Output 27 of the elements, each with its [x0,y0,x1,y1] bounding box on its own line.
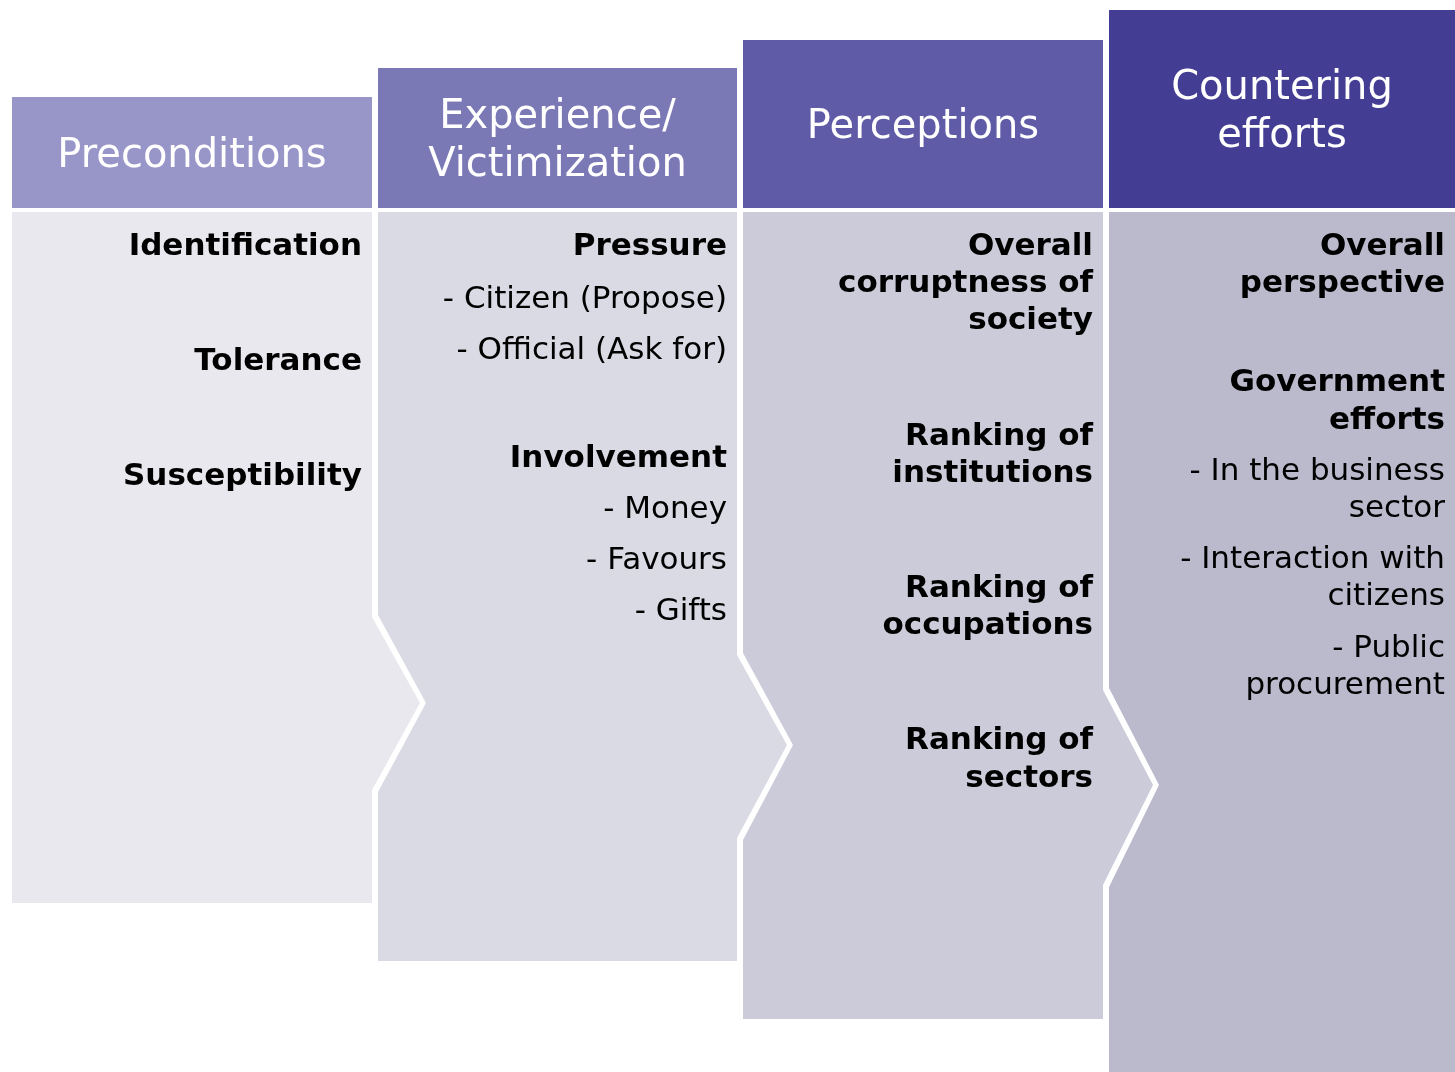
item-heading: Overall corruptness of society [837,226,1093,338]
item-text: - Citizen (Propose) [442,279,727,317]
item-text: - Favours [586,539,727,578]
header-box [378,68,737,208]
item-heading: Susceptibility [123,456,362,494]
item-text: - Money [603,488,727,526]
item-heading: Identification [128,226,362,264]
item-text: - In the business sector [1188,450,1445,526]
item-heading: Ranking of occupations [881,567,1093,643]
item-heading: Ranking of sectors [904,720,1093,795]
item-heading: Government efforts [1228,362,1445,437]
item-text: - Interaction with citizens [1179,539,1445,614]
item-text: - Public procurement [1244,627,1445,702]
column-heading: Perceptions [806,100,1040,148]
item-heading: Involvement [509,437,727,475]
item-heading: Pressure [572,226,727,264]
column-heading: Experience/ Victimization [427,90,688,186]
column-heading: Countering efforts [1170,61,1394,157]
item-text: - Official (Ask for) [456,330,727,368]
header-box [743,40,1103,208]
header-box [1109,10,1455,208]
item-heading: Tolerance [194,341,362,379]
column-heading: Preconditions [57,128,327,177]
header-box [12,97,372,208]
item-text: - Gifts [634,591,727,629]
item-heading: Ranking of institutions [891,415,1093,490]
item-heading: Overall perspective [1238,226,1445,301]
